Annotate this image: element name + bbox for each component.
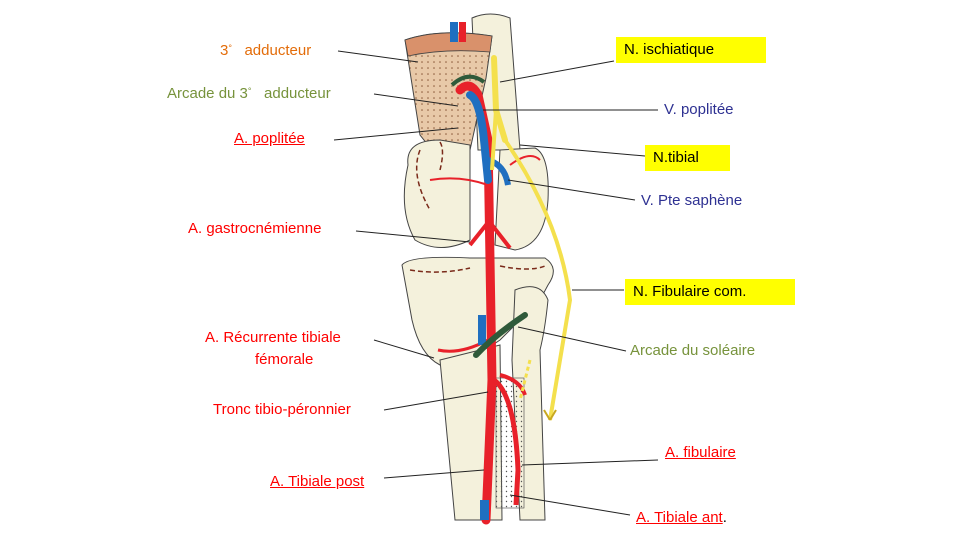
femoral-condyle-lateral (494, 147, 549, 251)
label-v-poplitee: V. poplitée (664, 101, 734, 118)
label-tronc-tibio-peronnier: Tronc tibio-péronnier (213, 401, 351, 418)
label-a-recurrente-1: A. Récurrente tibiale (205, 329, 341, 346)
label-adductor-3: 3° adducteur (220, 42, 312, 59)
common-fibular-nerve (503, 138, 573, 421)
label-a-recurrente-2: fémorale (255, 351, 314, 368)
label-v-pte-saphene: V. Pte saphène (641, 192, 743, 209)
label-a-tibiale-post: A. Tibiale post (270, 473, 365, 490)
adductor-arch (450, 74, 486, 87)
soleus-arch (473, 312, 528, 358)
label-arcade-adductor-3: Arcade du 3° adducteur (167, 85, 331, 102)
femoral-condyle-medial (403, 139, 471, 248)
label-a-fibulaire: A. fibulaire (665, 444, 736, 461)
box-n-fibulaire: N. Fibulaire com. (625, 279, 795, 305)
box-n-tibial: N.tibial (645, 145, 730, 171)
label-a-tibiale-ant-text: A. Tibiale ant (636, 509, 723, 526)
fibular-artery (492, 377, 521, 506)
label-a-poplitee: A. poplitée (234, 130, 305, 147)
label-a-gastrocnemienne: A. gastrocnémienne (188, 220, 322, 237)
leader-lines (333, 50, 659, 516)
label-arcade-soleaire: Arcade du soléaire (630, 342, 756, 359)
popliteal-vein (466, 91, 492, 184)
tibial-nerve (490, 109, 498, 171)
label-a-tibiale-ant-dot: . (722, 509, 727, 526)
gastrocnemial-artery (468, 218, 512, 250)
label-a-tibiale-ant: A. Tibiale ant. (636, 509, 727, 527)
box-n-ischiatique: N. ischiatique (616, 37, 766, 63)
anterior-tibial-artery (499, 373, 527, 396)
